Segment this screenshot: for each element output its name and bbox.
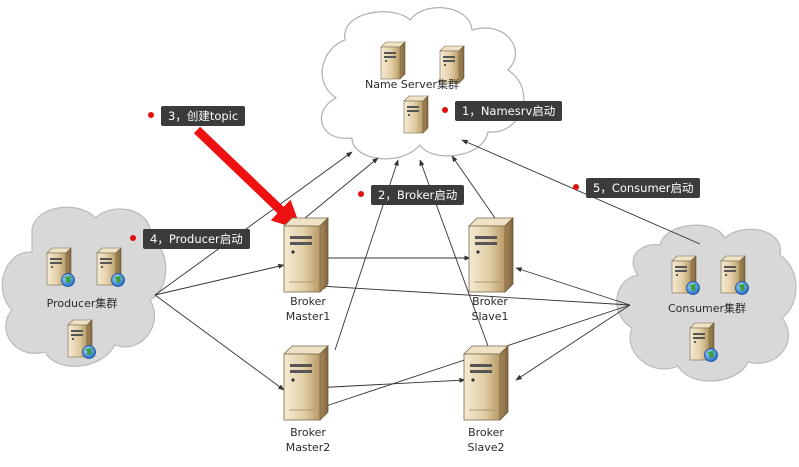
broker-master1-label: Broker Master1 [282,294,334,324]
connections [154,139,701,409]
step-2-label: 2，Broker启动 [378,188,458,202]
topic-arrow [193,126,302,230]
master1-to-nameserver-link [304,157,379,219]
broker-master2-server-icon [283,345,329,421]
step-5-tag: 5，Consumer启动 [573,178,701,198]
broker-master2-label: Broker Master2 [282,425,334,455]
broker-slave2-label: Broker Slave2 [460,425,512,455]
broker-slave1-server-icon [468,217,514,293]
producer-cloud [1,206,167,367]
step-4-dot [130,235,136,241]
step-1-tag: 1，Namesrv启动 [442,101,563,121]
consumer-to-master1-link [319,283,631,306]
step-2-dot [358,191,364,197]
broker-master1-line2: Master1 [285,310,331,323]
step-1-label: 1，Namesrv启动 [462,104,556,118]
step-3-tag: 3，创建topic [148,106,246,126]
broker-master1-server-icon [283,217,329,293]
step-2-tag: 2，Broker启动 [358,185,465,205]
producer-to-master2-link [154,294,285,391]
producer-to-nameserver-link [154,151,353,296]
broker-master1-line1: Broker [290,295,326,308]
consumer-to-slave1-link [515,267,631,306]
step-4-label: 4，Producer启动 [150,232,243,246]
broker-master2-line1: Broker [290,426,326,439]
broker-master2-line2: Master2 [285,441,331,454]
master2-to-slave2-link [312,377,466,389]
step-3-dot [148,112,154,118]
consumer-to-slave2-link [515,304,631,381]
producer-cluster-label: Producer集群 [46,297,118,310]
consumer-cluster-label: Consumer集群 [667,302,747,315]
broker-slave2-server-icon [463,345,509,421]
step-1-dot [442,107,448,113]
step-5-dot [573,184,579,190]
broker-slave2-line1: Broker [468,426,504,439]
broker-slave1-label: Broker Slave1 [464,294,516,324]
consumer-to-nameserver-link [461,139,701,245]
step-3-label: 3，创建topic [168,109,239,123]
broker-slave1-line2: Slave1 [471,310,509,323]
consumer-cloud [616,224,797,382]
step-4-tag: 4，Producer启动 [130,229,250,249]
broker-slave2-line2: Slave2 [467,441,505,454]
producer-to-master1-link [154,263,285,296]
step-5-label: 5，Consumer启动 [593,181,694,195]
nameserver-cluster-label: Name Server集群 [364,78,460,91]
slave1-to-nameserver-link [451,155,496,219]
broker-slave1-line1: Broker [472,295,508,308]
